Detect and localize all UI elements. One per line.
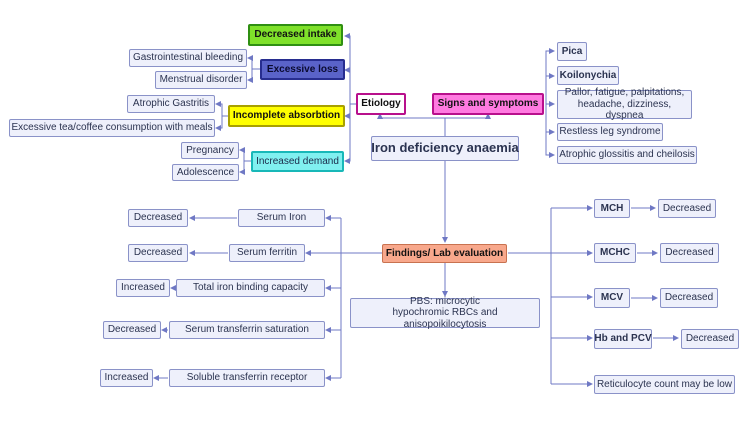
mch-node[interactable]: MCH <box>594 199 630 218</box>
koilonychia-node[interactable]: Koilonychia <box>557 66 619 85</box>
pallor-line-2: headache, dizziness, dyspnea <box>577 98 672 122</box>
mcv-node[interactable]: MCV <box>594 288 630 308</box>
transferrin-saturation-node[interactable]: Serum transferrin saturation <box>169 321 325 339</box>
pregnancy-node[interactable]: Pregnancy <box>181 142 239 159</box>
mchc-node[interactable]: MCHC <box>594 243 636 263</box>
tea-coffee-node[interactable]: Excessive tea/coffee consumption with me… <box>9 119 215 137</box>
menstrual-disorder-node[interactable]: Menstrual disorder <box>155 71 247 89</box>
restless-leg-node[interactable]: Restless leg syndrome <box>557 123 663 141</box>
excessive-loss-node[interactable]: Excessive loss <box>260 59 345 80</box>
soluble-transferrin-result[interactable]: Increased <box>100 369 153 387</box>
pbs-line-1: PBS: microcytic <box>409 295 480 307</box>
hb-pcv-result[interactable]: Decreased <box>681 329 739 349</box>
atrophic-gastritis-node[interactable]: Atrophic Gastritis <box>127 95 215 113</box>
mch-result[interactable]: Decreased <box>658 199 716 218</box>
pallor-node[interactable]: Pallor, fatigue, palpitations, headache,… <box>557 87 692 122</box>
tibc-node[interactable]: Total iron binding capacity <box>176 279 325 297</box>
signs-symptoms-node[interactable]: Signs and symptoms <box>432 93 544 115</box>
central-topic[interactable]: Iron deficiency anaemia <box>371 136 519 161</box>
pica-node[interactable]: Pica <box>557 42 587 61</box>
decreased-intake-node[interactable]: Decreased intake <box>248 24 343 46</box>
mcv-result[interactable]: Decreased <box>660 288 718 308</box>
soluble-transferrin-node[interactable]: Soluble transferrin receptor <box>169 369 325 387</box>
atrophic-glossitis-node[interactable]: Atrophic glossitis and cheilosis <box>557 146 697 164</box>
pbs-line-2: hypochromic RBCs and anisopoikilocytosis <box>392 307 498 330</box>
serum-iron-node[interactable]: Serum Iron <box>238 209 325 227</box>
reticulocyte-node[interactable]: Reticulocyte count may be low <box>594 375 735 394</box>
pallor-line-1: Pallor, fatigue, palpitations, <box>564 87 685 99</box>
increased-demand-node[interactable]: Increased demand <box>251 151 344 172</box>
etiology-node[interactable]: Etiology <box>356 93 406 115</box>
hb-pcv-node[interactable]: Hb and PCV <box>594 329 652 349</box>
serum-ferritin-result[interactable]: Decreased <box>128 244 188 262</box>
incomplete-absorption-node[interactable]: Incomplete absorbtion <box>228 105 345 127</box>
adolescence-node[interactable]: Adolescence <box>172 164 239 181</box>
tibc-result[interactable]: Increased <box>116 279 170 297</box>
serum-iron-result[interactable]: Decreased <box>128 209 188 227</box>
transferrin-saturation-result[interactable]: Decreased <box>103 321 161 339</box>
findings-node[interactable]: Findings/ Lab evaluation <box>382 244 507 263</box>
mchc-result[interactable]: Decreased <box>660 243 719 263</box>
pbs-node[interactable]: PBS: microcytic hypochromic RBCs and ani… <box>350 295 540 330</box>
serum-ferritin-node[interactable]: Serum ferritin <box>229 244 305 262</box>
gi-bleeding-node[interactable]: Gastrointestinal bleeding <box>129 49 247 67</box>
